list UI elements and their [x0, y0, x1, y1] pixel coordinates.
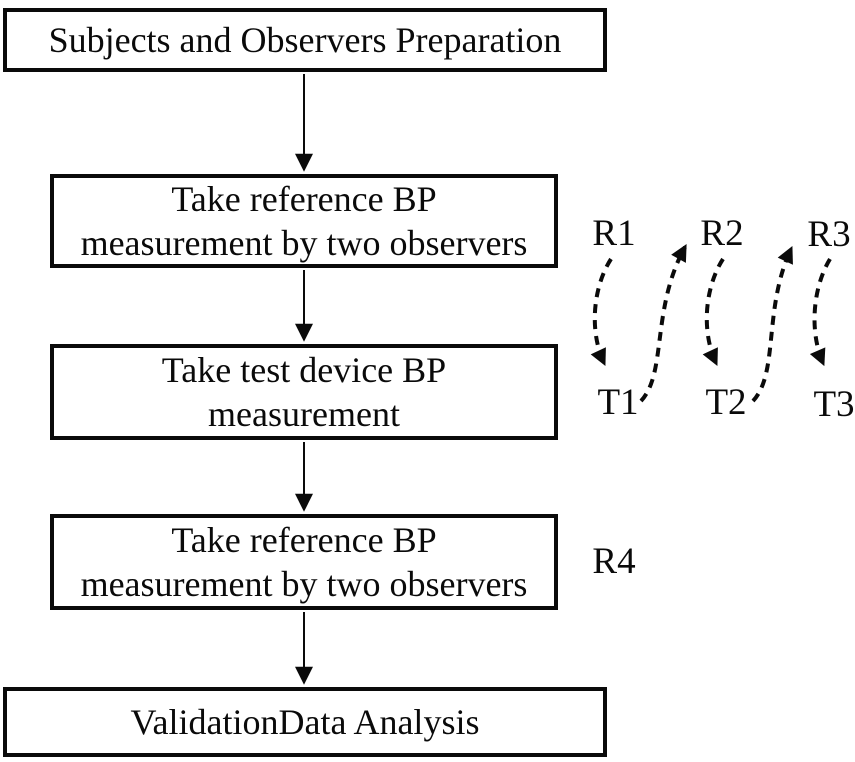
box-subjects-observers-preparation-text: Subjects and Observers Preparation: [48, 20, 562, 60]
box-test-device-bp-line2: measurement: [208, 394, 400, 434]
label-r3: R3: [807, 214, 851, 255]
box-test-device-bp: Take test device BP measurement: [50, 344, 558, 440]
box-reference-bp-first: Take reference BP measurement by two obs…: [50, 174, 558, 268]
label-r2: R2: [700, 213, 744, 254]
box-validation-data-analysis-text: ValidationData Analysis: [130, 702, 480, 742]
box-test-device-bp-line1: Take test device BP: [161, 350, 447, 390]
dashed-arrow-r1-to-t1: [590, 257, 613, 367]
label-t2: T2: [705, 382, 747, 423]
label-t1: T1: [597, 382, 639, 423]
label-r1: R1: [592, 213, 636, 254]
box-reference-bp-second: Take reference BP measurement by two obs…: [50, 514, 558, 610]
dashed-arrow-t2-to-r3: [751, 245, 793, 403]
box-validation-data-analysis: ValidationData Analysis: [3, 687, 607, 757]
box-subjects-observers-preparation: Subjects and Observers Preparation: [3, 8, 607, 72]
dashed-arrow-t1-to-r2: [639, 244, 687, 403]
label-r4: R4: [592, 541, 636, 582]
box-reference-bp-first-line1: Take reference BP: [171, 179, 437, 219]
box-reference-bp-second-line1: Take reference BP: [171, 520, 437, 560]
label-t3: T3: [813, 384, 855, 425]
dashed-arrow-r2-to-t2: [702, 257, 725, 367]
box-reference-bp-first-line2: measurement by two observers: [80, 223, 528, 263]
dashed-arrow-r3-to-t3: [809, 257, 832, 367]
box-reference-bp-second-line2: measurement by two observers: [80, 564, 528, 604]
